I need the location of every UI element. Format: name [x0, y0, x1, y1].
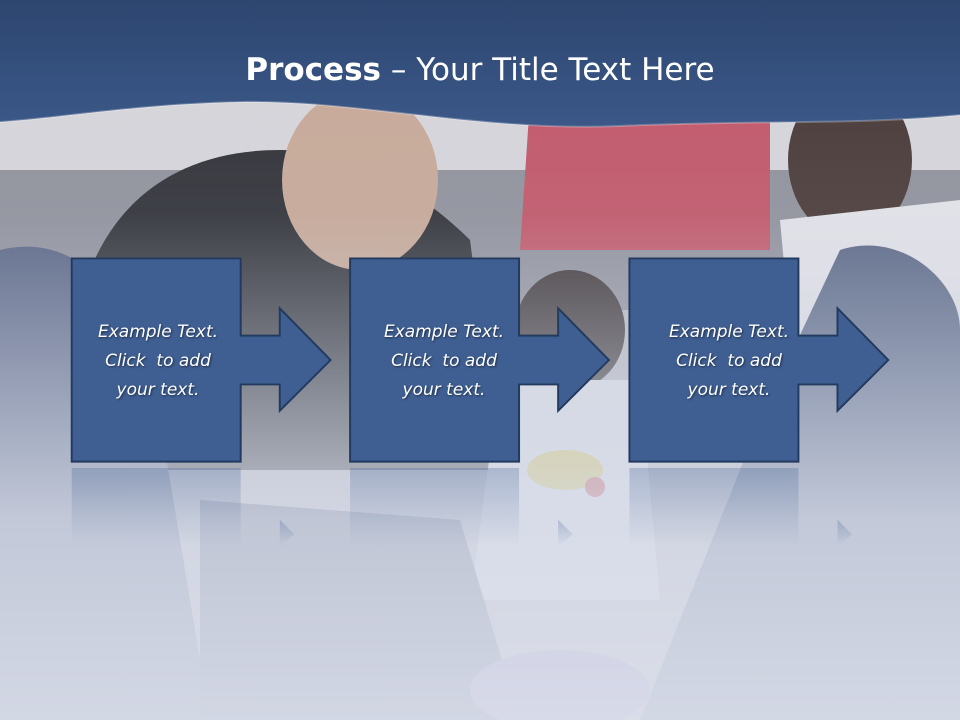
process-step-1-text[interactable]: Example Text. Click to add your text. [71, 257, 245, 465]
process-step-2-shape[interactable] [349, 257, 611, 463]
step-1-line-3: your text. [116, 379, 200, 400]
step-2-line-2: Click to add [391, 350, 497, 371]
process-step-2-text[interactable]: Example Text. Click to add your text. [357, 257, 531, 465]
process-reflection [71, 467, 853, 547]
step-2-line-3: your text. [402, 379, 486, 400]
step-1-line-2: Click to add [105, 350, 211, 371]
step-3-line-1: Example Text. [668, 321, 790, 342]
process-step-1-shape[interactable] [70, 257, 332, 463]
process-step-3-text[interactable]: Example Text. Click to add your text. [642, 257, 816, 465]
title-rest: – Your Title Text Here [381, 52, 715, 88]
page-title[interactable]: Process – Your Title Text Here [0, 52, 960, 88]
step-3-line-3: your text. [687, 379, 771, 400]
header-banner [0, 0, 960, 128]
process-step-3-shape[interactable] [628, 257, 890, 463]
title-bold: Process [245, 52, 381, 88]
step-2-line-1: Example Text. [383, 321, 505, 342]
step-3-line-2: Click to add [676, 350, 782, 371]
step-1-line-1: Example Text. [97, 321, 219, 342]
process-shapes [70, 257, 890, 463]
